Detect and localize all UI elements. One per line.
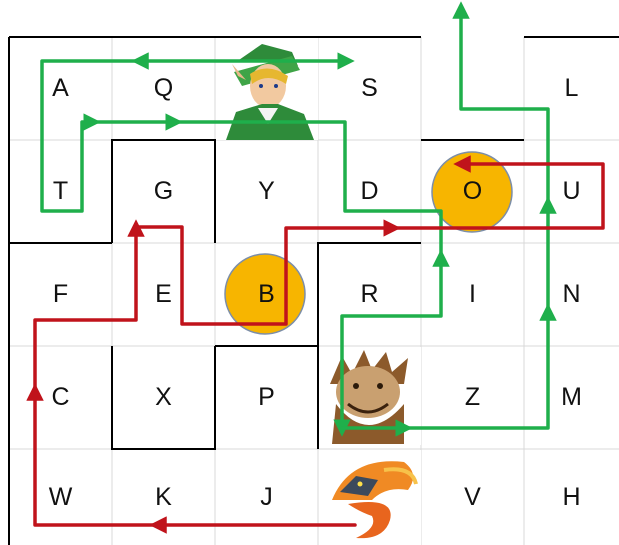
cell-b: B [215, 243, 318, 346]
cell-w: W [9, 449, 112, 545]
cell-s: S [318, 37, 421, 140]
cell-o: O [421, 140, 524, 243]
cell-n: N [524, 243, 619, 346]
cell-q: Q [112, 37, 215, 140]
ogre-portrait [319, 347, 421, 445]
cell-h: H [524, 449, 619, 545]
cell-f: F [9, 243, 112, 346]
cell-c: C [9, 346, 112, 449]
cell-e: E [112, 243, 215, 346]
cell-a: A [9, 37, 112, 140]
cell-j: J [215, 449, 318, 545]
cell-p: P [215, 346, 318, 449]
cell-v: V [421, 449, 524, 545]
dragon-portrait [319, 450, 421, 545]
cell-y: Y [215, 140, 318, 243]
cell-t: T [9, 140, 112, 243]
cell-x: X [112, 346, 215, 449]
cell-k: K [112, 449, 215, 545]
cell-g: G [112, 140, 215, 243]
cell-m: M [524, 346, 619, 449]
cell-u: U [524, 140, 619, 243]
cell-i: I [421, 243, 524, 346]
cell-l: L [524, 37, 619, 140]
cell-r: R [318, 243, 421, 346]
hero-portrait [216, 38, 318, 140]
cell-d: D [318, 140, 421, 243]
cell-z: Z [421, 346, 524, 449]
